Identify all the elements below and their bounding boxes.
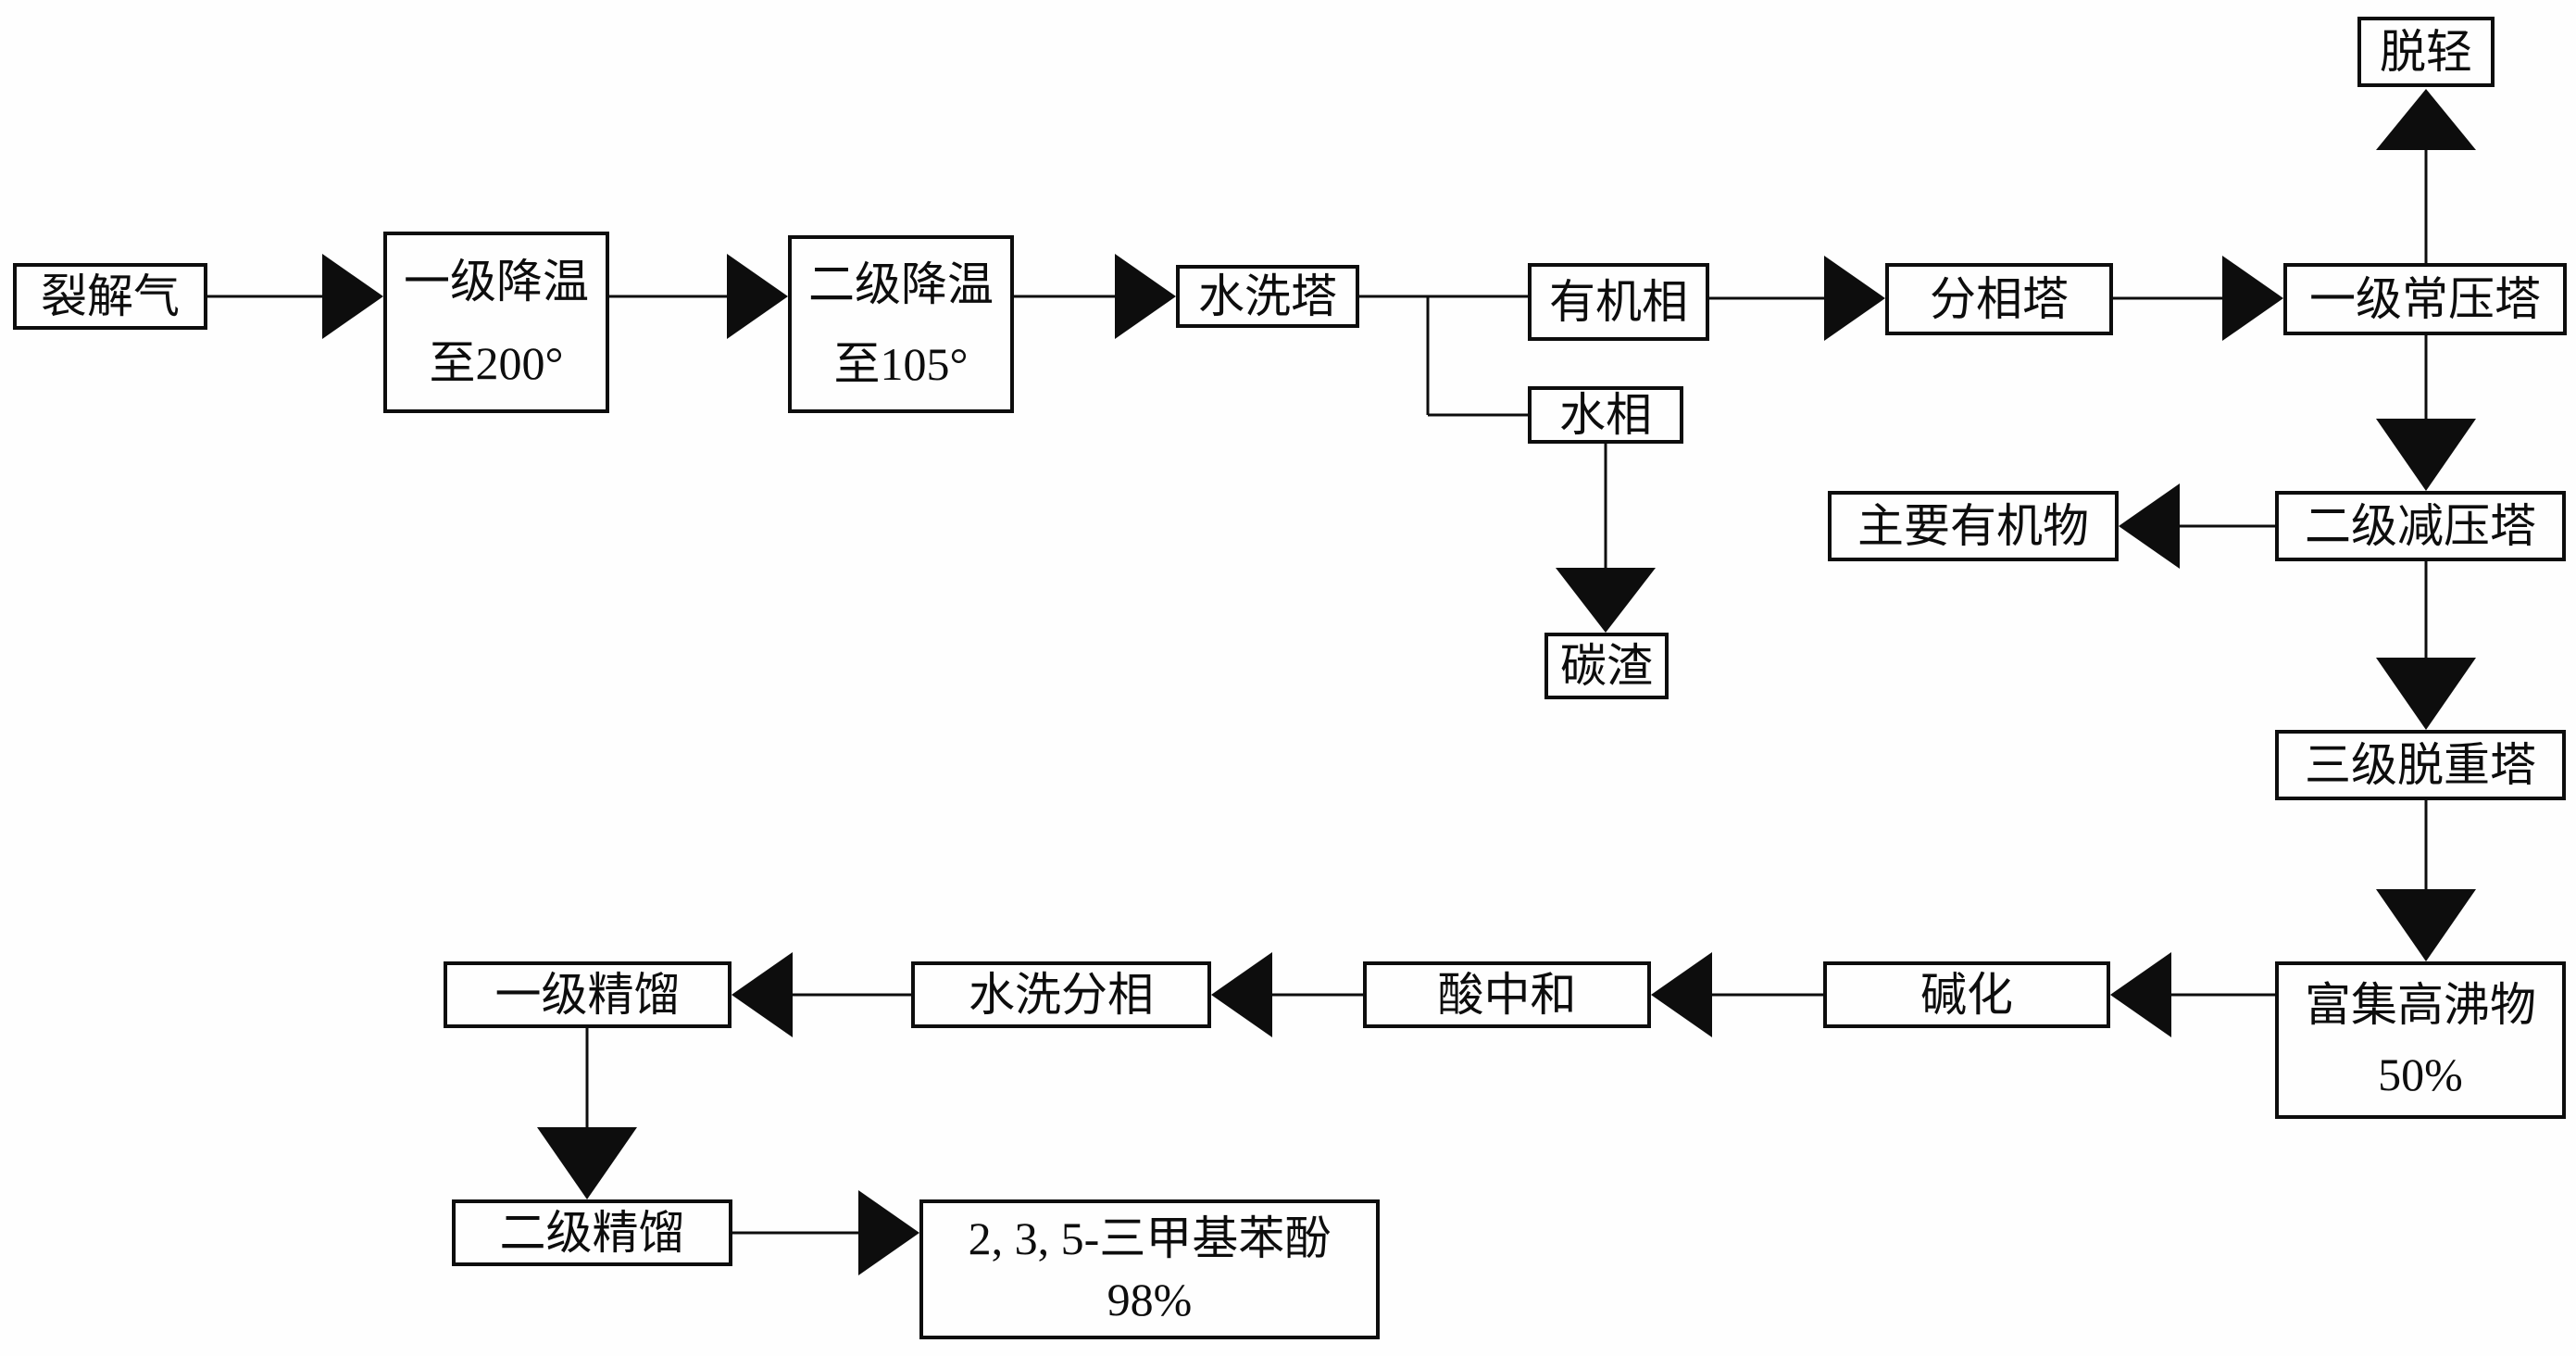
arrow-left-icon: [732, 952, 793, 1037]
node-product-trimethylphenol: 2, 3, 5-三甲基苯酚 98%: [919, 1199, 1380, 1339]
node-carbon-residue: 碳渣: [1544, 633, 1669, 699]
node-cracked-gas: 裂解气: [13, 263, 207, 330]
node-alkalization-label: 碱化: [1920, 968, 2013, 1021]
node-enriched-high-boilers-percent: 50%: [2378, 1048, 2463, 1100]
node-acid-neutralization: 酸中和: [1363, 961, 1651, 1028]
arrow-down-icon: [537, 1127, 637, 1199]
node-water-wash-tower-label: 水洗塔: [1198, 270, 1337, 322]
node-phase-separation-tower: 分相塔: [1885, 263, 2113, 335]
node-cooling-stage1-label: 一级降温: [404, 255, 589, 308]
node-enriched-high-boilers: 富集高沸物 50%: [2275, 961, 2566, 1119]
node-cracked-gas-label: 裂解气: [41, 270, 180, 322]
node-main-organics-label: 主要有机物: [1857, 499, 2089, 552]
arrow-right-icon: [858, 1190, 919, 1275]
arrow-right-icon: [1115, 254, 1176, 339]
node-carbon-residue-label: 碳渣: [1560, 639, 1653, 692]
arrow-down-icon: [2376, 419, 2476, 491]
node-wash-phase-separation: 水洗分相: [911, 961, 1211, 1028]
arrow-down-icon: [2376, 889, 2476, 961]
arrow-right-icon: [727, 254, 788, 339]
node-cooling-stage2-label: 二级降温: [808, 257, 994, 310]
node-distillation-stage1: 一级精馏: [444, 961, 732, 1028]
node-organic-phase: 有机相: [1528, 263, 1709, 341]
node-heavy-removal-tower-label: 三级脱重塔: [2305, 738, 2536, 791]
node-product-trimethylphenol-label: 2, 3, 5-三甲基苯酚: [968, 1212, 1332, 1265]
node-alkalization: 碱化: [1823, 961, 2110, 1028]
arrow-right-icon: [1824, 256, 1885, 341]
node-wash-phase-separation-label: 水洗分相: [969, 968, 1154, 1021]
node-light-removal-label: 脱轻: [2380, 25, 2472, 78]
node-acid-neutralization-label: 酸中和: [1437, 968, 1577, 1021]
node-main-organics: 主要有机物: [1828, 491, 2119, 561]
arrow-right-icon: [322, 254, 383, 339]
node-cooling-stage1-temp: 至200°: [429, 336, 564, 389]
arrow-up-icon: [2376, 89, 2476, 150]
node-phase-separation-tower-label: 分相塔: [1930, 272, 2069, 325]
node-cooling-stage2: 二级降温 至105°: [788, 235, 1014, 413]
node-vacuum-tower-label: 二级减压塔: [2305, 499, 2536, 552]
arrow-left-icon: [1211, 952, 1272, 1037]
node-product-trimethylphenol-purity: 98%: [1107, 1273, 1193, 1325]
node-organic-phase-label: 有机相: [1549, 275, 1688, 328]
arrow-right-icon: [2222, 256, 2283, 341]
node-vacuum-tower: 二级减压塔: [2275, 491, 2566, 561]
node-enriched-high-boilers-label: 富集高沸物: [2305, 979, 2536, 1031]
node-atmospheric-tower: 一级常压塔: [2283, 263, 2567, 335]
node-distillation-stage1-label: 一级精馏: [494, 968, 681, 1021]
node-atmospheric-tower-label: 一级常压塔: [2309, 272, 2541, 325]
arrow-left-icon: [2110, 952, 2171, 1037]
node-cooling-stage1: 一级降温 至200°: [383, 232, 609, 413]
node-water-wash-tower: 水洗塔: [1176, 265, 1359, 328]
node-water-phase: 水相: [1528, 386, 1683, 444]
node-water-phase-label: 水相: [1559, 388, 1652, 441]
node-distillation-stage2: 二级精馏: [452, 1199, 732, 1266]
arrow-down-icon: [2376, 658, 2476, 730]
arrow-down-icon: [1556, 568, 1656, 633]
arrow-left-icon: [1651, 952, 1712, 1037]
node-heavy-removal-tower: 三级脱重塔: [2275, 730, 2566, 800]
node-cooling-stage2-temp: 至105°: [833, 337, 969, 390]
node-distillation-stage2-label: 二级精馏: [499, 1206, 685, 1259]
arrow-left-icon: [2119, 483, 2180, 569]
node-light-removal: 脱轻: [2357, 17, 2495, 87]
